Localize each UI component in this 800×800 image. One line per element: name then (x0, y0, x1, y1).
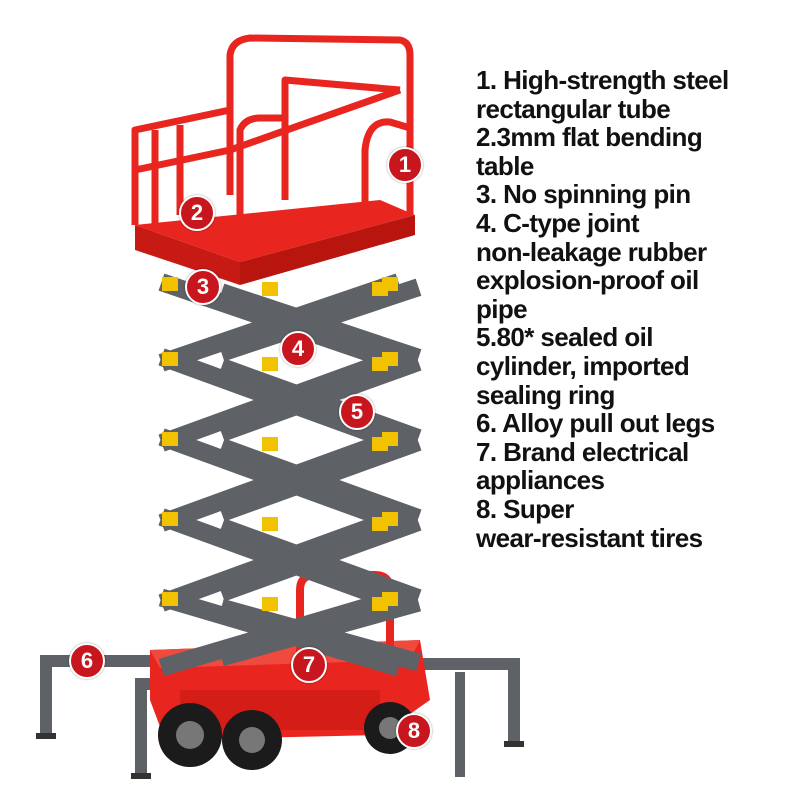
feature-text-line: 8. Super (476, 493, 574, 524)
pin-bracket (372, 517, 388, 531)
pin-bracket (372, 282, 388, 296)
platform (135, 200, 415, 285)
feature-text-line: non-leakage rubber (476, 236, 707, 267)
callout-7: 7 (291, 647, 327, 683)
scissor-arm (158, 348, 402, 452)
feature-text-line: wear-resistant tires (476, 522, 703, 553)
feature-text-line: appliances (476, 465, 605, 496)
pin-bracket (162, 592, 178, 606)
feature-item: 6. Alloy pull out legs (476, 409, 796, 438)
feature-text-line: explosion-proof oil (476, 265, 699, 296)
callout-4: 4 (280, 331, 316, 367)
feature-text-line: 6. Alloy pull out legs (476, 408, 715, 439)
feature-text-line: sealing ring (476, 379, 615, 410)
pin-bracket (162, 277, 178, 291)
feature-text-line: table (476, 150, 534, 181)
feature-text-line: 5.80* sealed oil (476, 322, 653, 353)
feature-text-line: pipe (476, 293, 528, 324)
scissor-arm (218, 278, 422, 362)
scissor-arm (218, 353, 422, 442)
scissor-arm (218, 593, 422, 667)
pin-bracket (162, 432, 178, 446)
pin-bracket (372, 437, 388, 451)
callout-6: 6 (69, 643, 105, 679)
scissor-arm (158, 273, 402, 372)
pin-bracket (162, 512, 178, 526)
scissor-arm (218, 433, 422, 522)
feature-text-line: 2.3mm flat bending (476, 122, 703, 153)
callout-1: 1 (387, 147, 423, 183)
pin-bracket (262, 282, 278, 296)
feature-text-line: 3. No spinning pin (476, 179, 691, 210)
feature-text-line: 4. C-type joint (476, 207, 640, 238)
feature-text-line: rectangular tube (476, 93, 671, 124)
pin-bracket (262, 357, 278, 371)
feature-text-line: cylinder, imported (476, 350, 690, 381)
callout-2: 2 (179, 195, 215, 231)
pin-bracket (372, 597, 388, 611)
feature-item: 3. No spinning pin (476, 180, 796, 209)
pin-bracket (162, 352, 178, 366)
tires (158, 702, 416, 770)
scissor-arm (158, 428, 402, 532)
callout-5: 5 (339, 394, 375, 430)
scissor-arm (158, 508, 402, 612)
pin-bracket (372, 357, 388, 371)
callout-8: 8 (396, 713, 432, 749)
pin-bracket (262, 517, 278, 531)
feature-text-line: 1. High-strength steel (476, 65, 729, 95)
pin-bracket (262, 437, 278, 451)
scissor-arms (158, 273, 422, 677)
guard-rails (131, 34, 414, 262)
callout-3: 3 (185, 269, 221, 305)
pin-bracket (262, 597, 278, 611)
feature-text-line: 7. Brand electrical (476, 436, 689, 467)
scissor-arm (218, 513, 422, 602)
